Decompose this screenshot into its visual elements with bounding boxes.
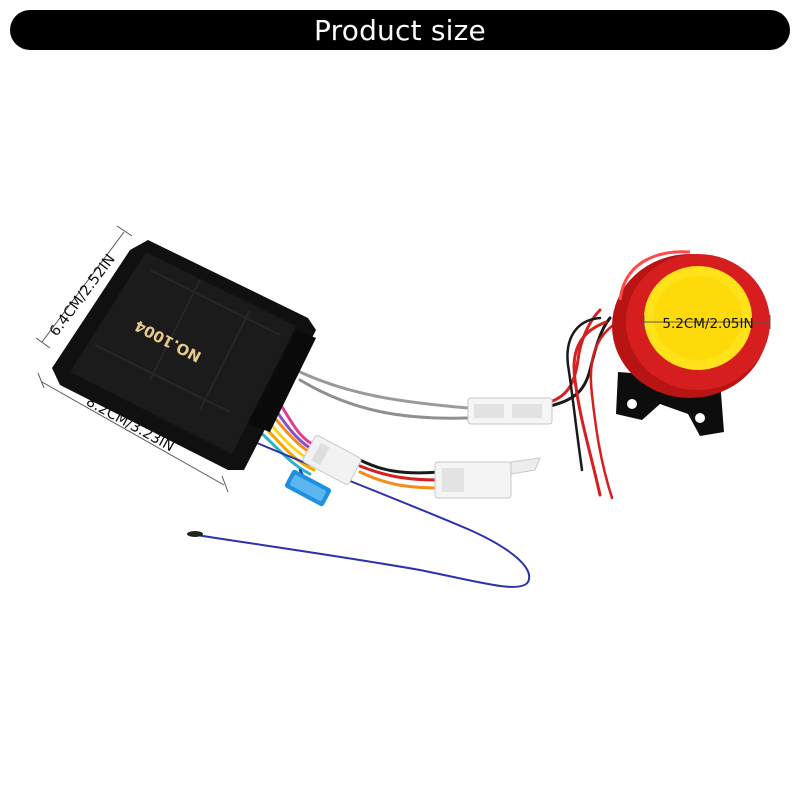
antenna-wire (189, 439, 531, 588)
fuse (284, 469, 332, 507)
connector-large (434, 457, 541, 499)
title-banner: Product size (10, 10, 790, 50)
siren (612, 250, 770, 436)
dimension-siren-diameter: 5.2CM/2.05IN (643, 315, 771, 332)
siren-diameter-label: 5.2CM/2.05IN (662, 316, 753, 332)
connector-small (467, 397, 553, 425)
page-title: Product size (314, 13, 486, 47)
control-box: NO.1004 (52, 240, 316, 470)
connector-harness-plug (302, 435, 362, 485)
antenna-tip (187, 531, 203, 537)
